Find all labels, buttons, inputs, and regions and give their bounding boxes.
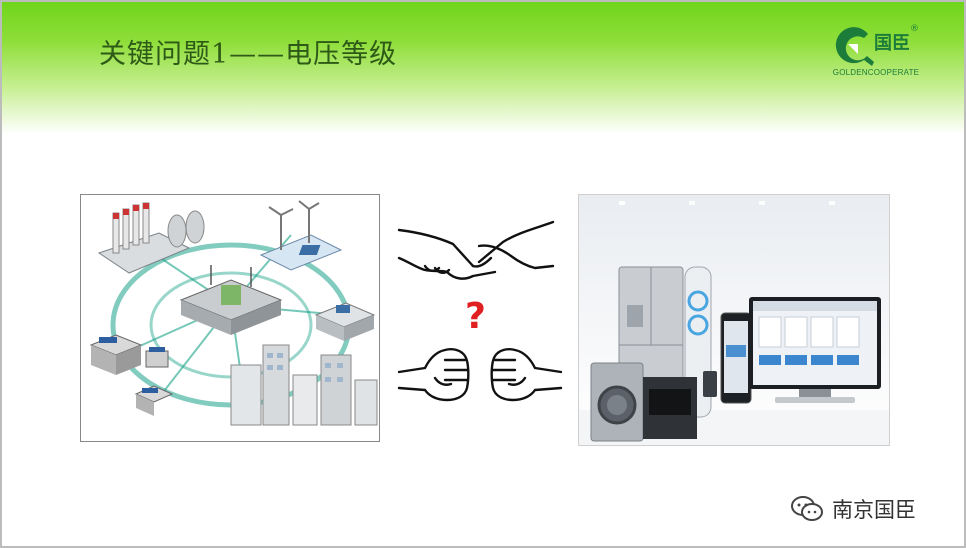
watermark-text: 南京国臣 xyxy=(832,498,916,522)
fist-bump-icon xyxy=(397,348,563,402)
question-mark: ? xyxy=(465,296,486,337)
logo-registered-mark: ® xyxy=(910,24,919,34)
header-banner xyxy=(2,2,964,134)
slide-title: 关键问题1——电压等级 xyxy=(99,39,398,70)
wechat-watermark: 南京国臣 xyxy=(790,492,916,526)
relationship-graphic: ? xyxy=(395,210,565,410)
logo-emblem-icon xyxy=(835,27,874,66)
wechat-icon xyxy=(791,496,823,521)
logo-en-text: GOLDENCOOPERATE xyxy=(832,68,920,77)
smart-grid-image xyxy=(80,194,380,442)
logo-cn-text: 国臣 xyxy=(874,33,910,54)
company-logo: 国臣 ® GOLDENCOOPERATE xyxy=(828,24,928,78)
handshake-icon xyxy=(397,220,555,280)
smart-appliances-image xyxy=(578,194,890,446)
